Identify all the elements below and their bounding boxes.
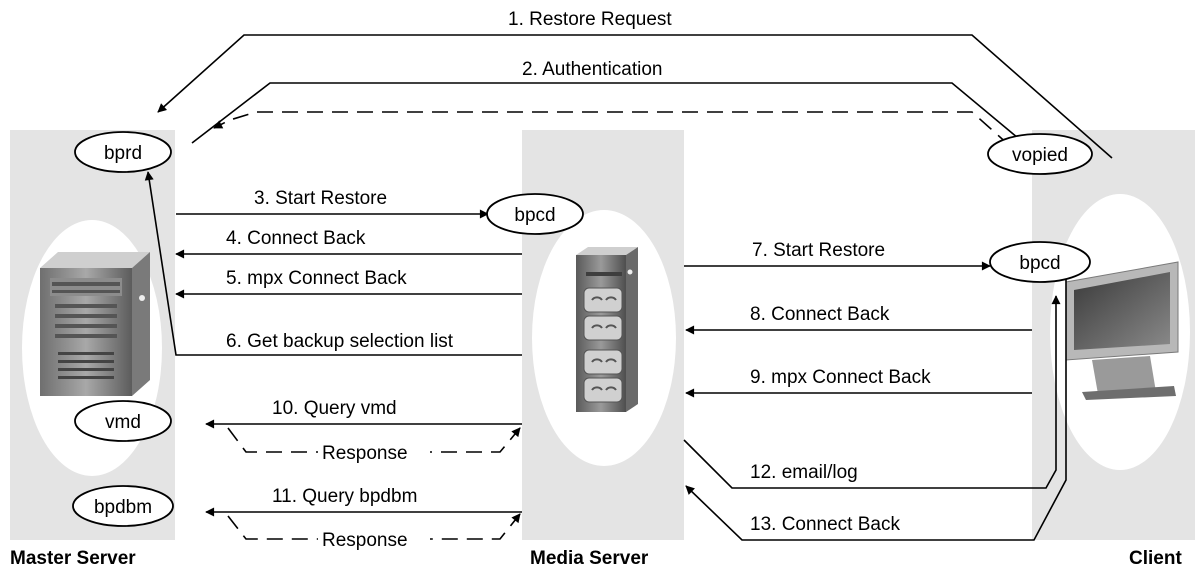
media-server-title: Media Server bbox=[530, 548, 649, 569]
client-title: Client bbox=[1129, 548, 1182, 569]
step-5-label: 5. mpx Connect Back bbox=[226, 268, 407, 289]
node-bprd-label: bprd bbox=[104, 143, 142, 164]
step-2-label: 2. Authentication bbox=[522, 59, 663, 80]
node-media-bpcd: bpcd bbox=[486, 193, 584, 235]
node-client-bpcd: bpcd bbox=[989, 241, 1091, 283]
step-6-label: 6. Get backup selection list bbox=[226, 331, 454, 352]
node-vopied: vopied bbox=[987, 133, 1093, 175]
step-13-label: 13. Connect Back bbox=[750, 514, 900, 535]
step-7-label: 7. Start Restore bbox=[752, 240, 885, 261]
arrow-13-connect-back bbox=[685, 276, 1067, 541]
step-4-label: 4. Connect Back bbox=[226, 228, 366, 249]
arrow-2-authentication bbox=[191, 82, 1031, 149]
step-1-label: 1. Restore Request bbox=[508, 9, 672, 30]
step-12-label: 12. email/log bbox=[750, 462, 858, 483]
node-bpdbm: bpdbm bbox=[72, 485, 174, 527]
node-vopied-label: vopied bbox=[1012, 145, 1068, 166]
node-bprd: bprd bbox=[74, 131, 172, 173]
step-3-label: 3. Start Restore bbox=[254, 188, 387, 209]
arrow-12-email-log bbox=[683, 295, 1061, 489]
node-media-bpcd-label: bpcd bbox=[514, 205, 555, 226]
arrow-6-get-backup-selection-list bbox=[144, 171, 522, 356]
step-11-label: 11. Query bpdbm bbox=[272, 486, 417, 507]
arrow-2-authentication-return bbox=[213, 111, 1011, 147]
node-bpdbm-label: bpdbm bbox=[94, 497, 152, 518]
response-bpdbm-label: Response bbox=[322, 530, 408, 551]
master-server-title: Master Server bbox=[10, 548, 136, 569]
node-vmd-label: vmd bbox=[105, 412, 141, 433]
tape-library-icon bbox=[576, 247, 638, 412]
tower-server-icon bbox=[40, 252, 150, 396]
desktop-monitor-icon bbox=[1065, 261, 1179, 400]
step-10-label: 10. Query vmd bbox=[272, 398, 397, 419]
node-vmd: vmd bbox=[74, 400, 172, 442]
node-client-bpcd-label: bpcd bbox=[1019, 253, 1060, 274]
step-8-label: 8. Connect Back bbox=[750, 304, 890, 325]
arrow-1-restore-request bbox=[157, 34, 1113, 159]
step-9-label: 9. mpx Connect Back bbox=[750, 367, 931, 388]
response-vmd-label: Response bbox=[322, 443, 408, 464]
